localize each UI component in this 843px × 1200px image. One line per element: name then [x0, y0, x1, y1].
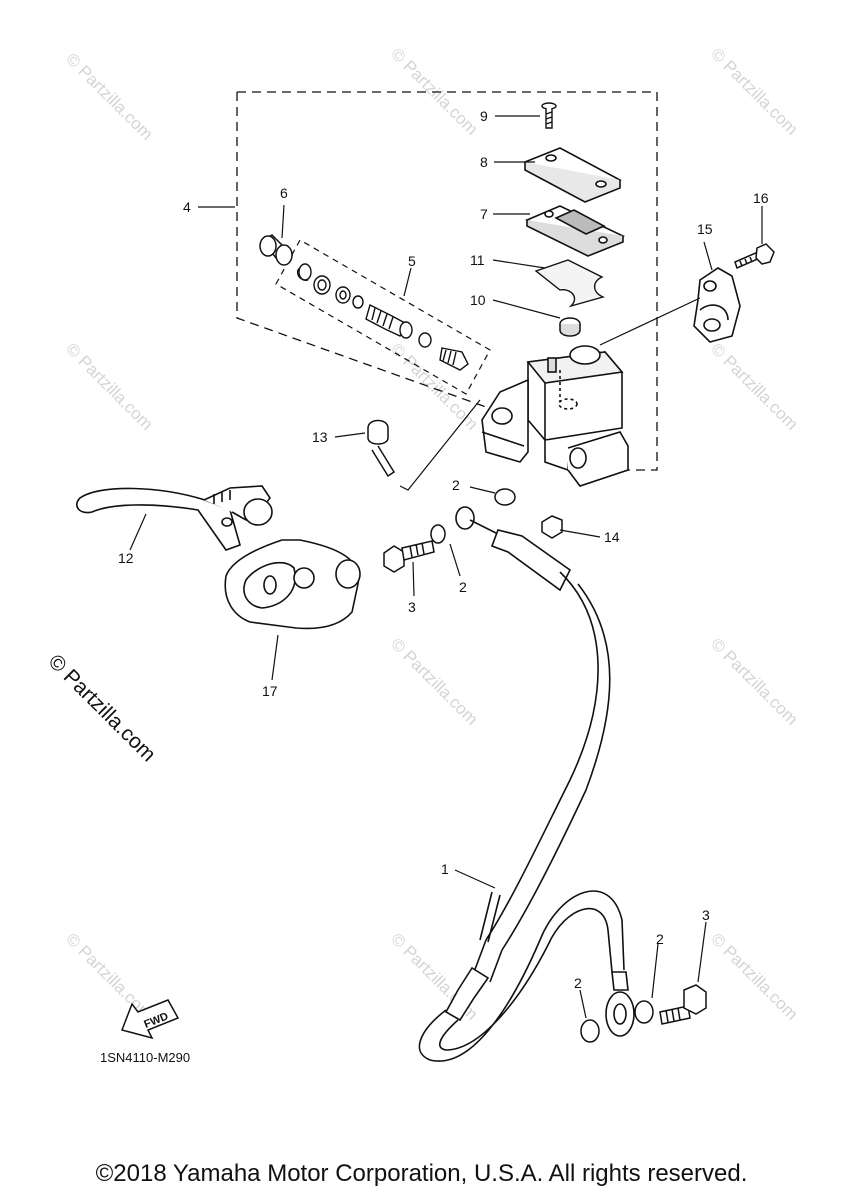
watermark: © Partzilla.com — [387, 339, 481, 433]
callout-17: 17 — [262, 683, 278, 699]
callout-3: 3 — [408, 599, 416, 615]
float-washer — [559, 317, 581, 337]
leader-lines — [129, 115, 763, 1019]
master-cylinder-body — [481, 345, 629, 487]
watermark: © Partzilla.com — [707, 44, 801, 138]
union-bolt — [659, 984, 707, 1025]
diaphragm — [534, 259, 606, 308]
callout-12: 12 — [118, 550, 134, 566]
copper-washer — [430, 524, 446, 544]
callout-2: 2 — [452, 477, 460, 493]
callout-13: 13 — [312, 429, 328, 445]
brake-lever — [76, 485, 273, 551]
pivot-bolt — [367, 419, 396, 478]
watermark: © Partzilla.com — [62, 339, 156, 433]
watermark: © Partzilla.com — [387, 634, 481, 728]
callout-9: 9 — [480, 108, 488, 124]
copper-washer — [634, 1000, 654, 1024]
callout-6: 6 — [280, 185, 288, 201]
callout-15: 15 — [697, 221, 713, 237]
callout-2: 2 — [574, 975, 582, 991]
copyright-notice: ©2018 Yamaha Motor Corporation, U.S.A. A… — [95, 1160, 748, 1187]
watermark: © Partzilla.com — [707, 929, 801, 1023]
callout-7: 7 — [480, 206, 488, 222]
fwd-arrow: FWD — [121, 999, 180, 1040]
callout-4: 4 — [183, 199, 191, 215]
diaphragm-holder — [525, 205, 625, 257]
callout-11: 11 — [470, 252, 485, 268]
callout-1: 1 — [441, 861, 449, 877]
assembly-4-outline — [236, 91, 658, 471]
handlebar-holder — [693, 267, 741, 343]
watermark: © Partzilla.com — [62, 49, 156, 143]
callout-5: 5 — [408, 253, 416, 269]
cover-screw — [541, 102, 557, 129]
copper-washer — [494, 488, 516, 506]
piston-kit — [296, 263, 469, 371]
union-bolt — [383, 540, 435, 573]
callout-16: 16 — [753, 190, 769, 206]
reservoir-cover — [523, 147, 622, 203]
brake-hose — [418, 506, 635, 1062]
callout-2: 2 — [459, 579, 467, 595]
nut — [541, 515, 563, 539]
lever-guard — [224, 539, 361, 630]
leader-13-bracket — [399, 399, 481, 491]
watermark: © Partzilla.com — [707, 634, 801, 728]
bushing — [259, 234, 294, 266]
callout-10: 10 — [470, 292, 486, 308]
diagram-code: 1SN4110-M290 — [100, 1050, 191, 1065]
watermark: © Partzilla.com — [707, 339, 801, 433]
callout-3: 3 — [702, 907, 710, 923]
callout-8: 8 — [480, 154, 488, 170]
copper-washer — [580, 1019, 600, 1043]
callouts: 1 2 2 2 2 3 3 4 5 6 7 8 9 10 11 12 13 14… — [118, 108, 769, 991]
callout-2: 2 — [656, 931, 664, 947]
holder-bolt — [734, 243, 775, 270]
callout-14: 14 — [604, 529, 620, 545]
